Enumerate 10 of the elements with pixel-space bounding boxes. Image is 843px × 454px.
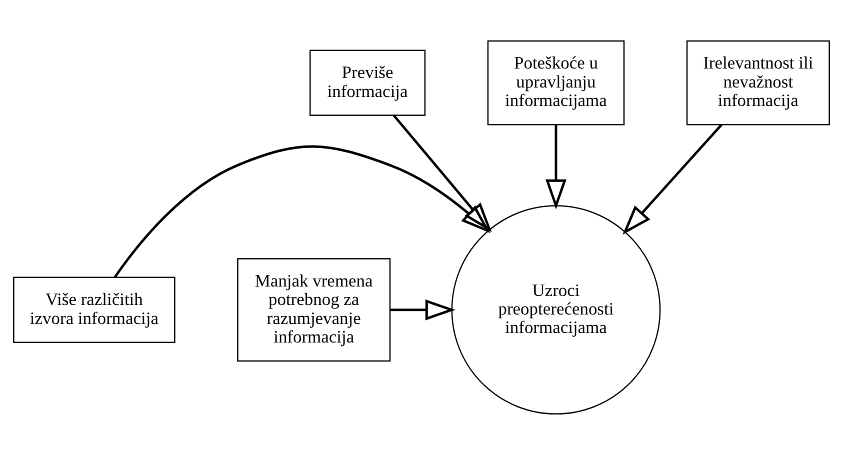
- arrow: [545, 124, 566, 209]
- node-box: Poteškoće u upravljanju informacijama: [487, 40, 625, 125]
- arrow: [622, 123, 722, 234]
- arrow: [390, 298, 456, 320]
- node-box: Irelevantnost ili nevažnost informacija: [686, 40, 830, 125]
- node-box: Previše informacija: [309, 49, 426, 116]
- arrow: [114, 144, 490, 278]
- node-box: Manjak vremena potrebnog za razumjevanje informacija: [237, 258, 391, 362]
- arrow: [392, 114, 492, 232]
- node-box: Više različitih izvora informacija: [13, 276, 176, 342]
